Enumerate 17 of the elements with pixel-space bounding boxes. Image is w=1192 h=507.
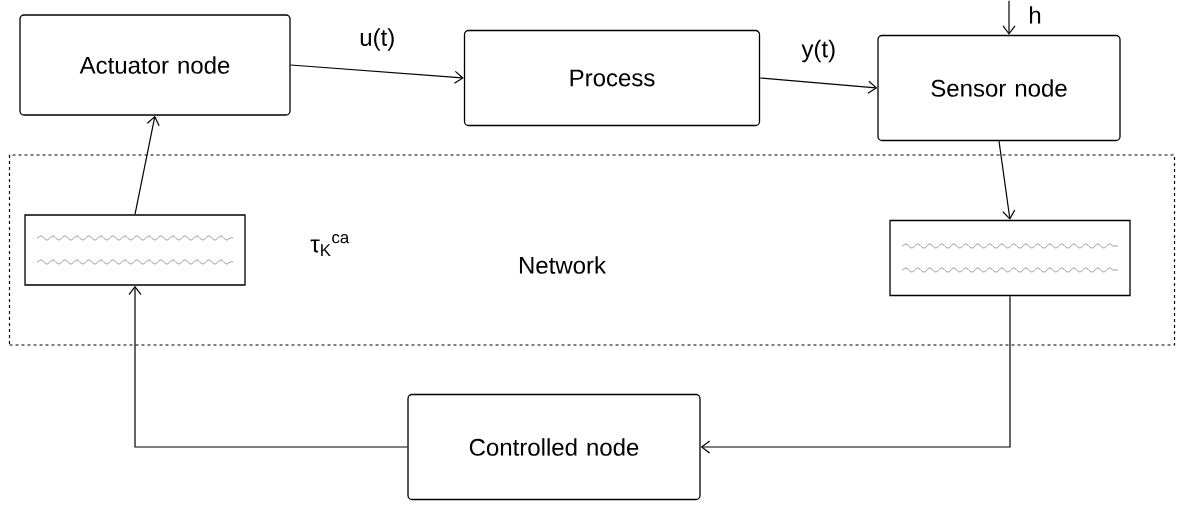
edge-label: h [1026,4,1044,26]
edge-label: y(t) [799,37,839,65]
process-box: Process [463,29,761,127]
arrow [134,115,160,215]
arrow [128,285,408,448]
queue-box [889,219,1131,297]
arrow [759,77,878,94]
process-box: Actuator node [19,14,291,116]
arrow [700,295,1011,454]
process-box: Sensor node [877,34,1121,142]
arrow [998,140,1016,220]
queue-box [24,214,246,286]
delay-label: τ$_{K}$ca [310,234,350,256]
arrow [290,64,464,84]
edge-label: u(t) [357,26,398,53]
process-box: Controlled node [407,393,701,501]
arrow [1002,0,1016,35]
